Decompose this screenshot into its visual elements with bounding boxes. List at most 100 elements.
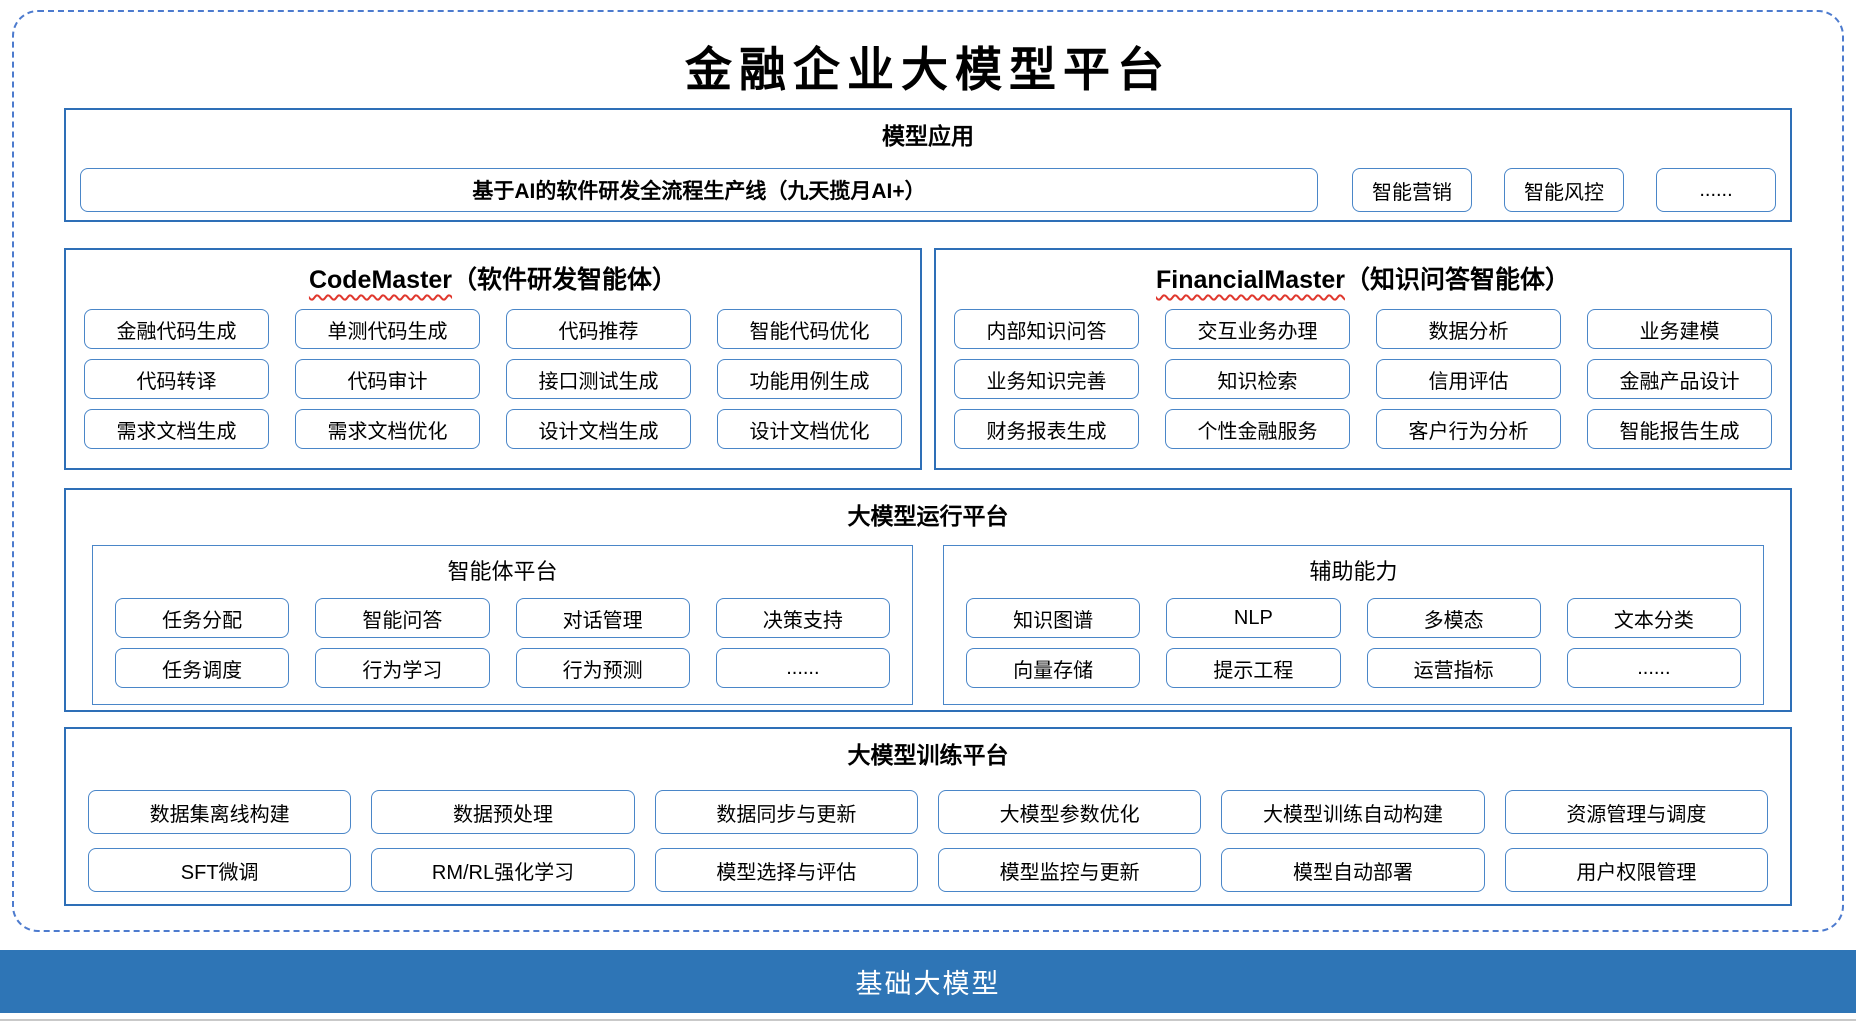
aux-capability-box: 文本分类: [1566, 598, 1741, 638]
training-capability-box: 大模型参数优化: [938, 790, 1202, 834]
item-label: SFT微调: [180, 861, 259, 884]
item-label: ......: [1699, 178, 1733, 201]
aux-capability-box: 向量存储: [966, 648, 1141, 688]
training-capability-box: 资源管理与调度: [1504, 790, 1768, 834]
item-label: 交互业务办理: [1197, 320, 1318, 343]
model-apps-row: 基于AI的软件研发全流程生产线（九天揽月AI+） 智能营销 智能风控......: [80, 168, 1776, 212]
agent-platform-grid: 任务分配智能问答对话管理决策支持任务调度行为学习行为预测......: [115, 598, 890, 688]
aux-capabilities-grid: 知识图谱 NLP 多模态 文本分类向量存储 提示工程 运营指标......: [966, 598, 1741, 688]
item-label: 代码转译: [136, 370, 217, 393]
codemaster-title-en: CodeMaster: [308, 266, 453, 294]
item-label: 内部知识问答: [986, 320, 1107, 343]
item-label: 智能报告生成: [1619, 420, 1740, 443]
model-apps-items: 智能营销 智能风控......: [1352, 168, 1776, 212]
item-label: 提示工程: [1213, 659, 1294, 682]
codemaster-capability-box: 代码转译: [84, 359, 269, 399]
model-apps-header: 模型应用: [882, 123, 974, 149]
codemaster-capability-box: 需求文档生成: [84, 409, 269, 449]
panel-codemaster: CodeMaster（软件研发智能体） 金融代码生成单测代码生成代码推荐智能代码…: [64, 248, 922, 470]
item-label: 运营指标: [1413, 659, 1494, 682]
model-app-box: ......: [1656, 168, 1776, 212]
section-model-apps: 模型应用 基于AI的软件研发全流程生产线（九天揽月AI+） 智能营销 智能风控..…: [64, 108, 1792, 222]
item-label: 智能营销: [1372, 181, 1453, 204]
item-label: 决策支持: [762, 609, 843, 632]
codemaster-capability-box: 智能代码优化: [717, 309, 902, 349]
financialmaster-capability-box: 客户行为分析: [1376, 409, 1561, 449]
section-training-platform: 大模型训练平台 数据集离线构建数据预处理数据同步与更新大模型参数优化大模型训练自…: [64, 727, 1792, 906]
training-capability-box: 大模型训练自动构建: [1221, 790, 1485, 834]
item-label: 知识图谱: [1013, 609, 1094, 632]
item-label: 行为预测: [562, 659, 643, 682]
training-capability-box: 模型自动部署: [1221, 848, 1485, 892]
codemaster-capability-box: 代码推荐: [506, 309, 691, 349]
codemaster-capability-box: 金融代码生成: [84, 309, 269, 349]
item-label: 数据预处理: [452, 803, 553, 826]
training-capability-box: 数据集离线构建: [88, 790, 352, 834]
item-label: RM/RL强化学习: [431, 861, 575, 884]
item-label: 个性金融服务: [1197, 420, 1318, 443]
agent-platform-box: 智能问答: [315, 598, 490, 638]
training-capability-box: RM/RL强化学习: [371, 848, 635, 892]
section-runtime-platform: 大模型运行平台 智能体平台 任务分配智能问答对话管理决策支持任务调度行为学习行为…: [64, 488, 1792, 712]
training-platform-header: 大模型训练平台: [847, 742, 1009, 768]
bottom-divider-line: [0, 1019, 1856, 1021]
item-label: 资源管理与调度: [1566, 803, 1707, 826]
codemaster-capability-box: 单测代码生成: [295, 309, 480, 349]
agent-platform-box: 行为学习: [315, 648, 490, 688]
financialmaster-capability-box: 个性金融服务: [1165, 409, 1350, 449]
item-label: 对话管理: [562, 609, 643, 632]
item-label: 智能问答: [362, 609, 443, 632]
item-label: 任务分配: [162, 609, 243, 632]
codemaster-title-zh: （软件研发智能体）: [452, 266, 678, 294]
financialmaster-capability-box: 金融产品设计: [1587, 359, 1772, 399]
codemaster-capability-box: 需求文档优化: [295, 409, 480, 449]
financialmaster-capability-box: 信用评估: [1376, 359, 1561, 399]
panel-financialmaster: FinancialMaster（知识问答智能体） 内部知识问答交互业务办理数据分…: [934, 248, 1792, 470]
model-app-box: 智能风控: [1504, 168, 1625, 212]
item-label: 设计文档生成: [538, 420, 659, 443]
financialmaster-grid: 内部知识问答 交互业务办理 数据分析 业务建模业务知识完善 知识检索 信用评估 金融产品设计…: [954, 309, 1772, 449]
panel-agent-platform: 智能体平台 任务分配智能问答对话管理决策支持任务调度行为学习行为预测......: [92, 545, 913, 705]
item-label: 知识检索: [1217, 370, 1298, 393]
financialmaster-capability-box: 数据分析: [1376, 309, 1561, 349]
training-capability-box: 用户权限管理: [1504, 848, 1768, 892]
financialmaster-capability-box: 内部知识问答: [954, 309, 1139, 349]
codemaster-title: CodeMaster（软件研发智能体）: [84, 260, 902, 296]
item-label: 模型监控与更新: [999, 861, 1140, 884]
item-label: 多模态: [1423, 609, 1484, 632]
financialmaster-capability-box: 智能报告生成: [1587, 409, 1772, 449]
item-label: ......: [1637, 656, 1671, 679]
aux-capability-box: NLP: [1166, 598, 1341, 638]
financialmaster-capability-box: 业务知识完善: [954, 359, 1139, 399]
item-label: NLP: [1233, 606, 1273, 629]
training-capability-box: 数据预处理: [371, 790, 635, 834]
runtime-panels: 智能体平台 任务分配智能问答对话管理决策支持任务调度行为学习行为预测......…: [92, 545, 1764, 705]
item-label: 客户行为分析: [1408, 420, 1529, 443]
item-label: 信用评估: [1428, 370, 1509, 393]
training-capability-box: 模型选择与评估: [654, 848, 918, 892]
item-label: 接口测试生成: [538, 370, 659, 393]
codemaster-capability-box: 接口测试生成: [506, 359, 691, 399]
aux-capability-box: 多模态: [1366, 598, 1541, 638]
agent-platform-box: 任务分配: [115, 598, 290, 638]
financialmaster-capability-box: 业务建模: [1587, 309, 1772, 349]
item-label: 需求文档生成: [116, 420, 237, 443]
item-label: 向量存储: [1013, 659, 1094, 682]
item-label: 智能风控: [1524, 181, 1605, 204]
base-model-bar: 基础大模型: [0, 950, 1856, 1013]
agents-row: CodeMaster（软件研发智能体） 金融代码生成单测代码生成代码推荐智能代码…: [64, 248, 1792, 470]
pipeline-box-label: 基于AI的软件研发全流程生产线（九天揽月AI+）: [472, 180, 926, 203]
outer-dashed-frame: 金融企业大模型平台 模型应用 基于AI的软件研发全流程生产线（九天揽月AI+） …: [12, 10, 1844, 932]
item-label: 金融产品设计: [1619, 370, 1740, 393]
pipeline-box: 基于AI的软件研发全流程生产线（九天揽月AI+）: [80, 168, 1319, 212]
training-capability-box: SFT微调: [88, 848, 352, 892]
aux-capability-box: 知识图谱: [966, 598, 1141, 638]
item-label: 财务报表生成: [986, 420, 1107, 443]
aux-capability-box: 运营指标: [1366, 648, 1541, 688]
item-label: 代码审计: [347, 370, 428, 393]
aux-capability-box: 提示工程: [1166, 648, 1341, 688]
item-label: 功能用例生成: [749, 370, 870, 393]
item-label: 业务建模: [1639, 320, 1720, 343]
